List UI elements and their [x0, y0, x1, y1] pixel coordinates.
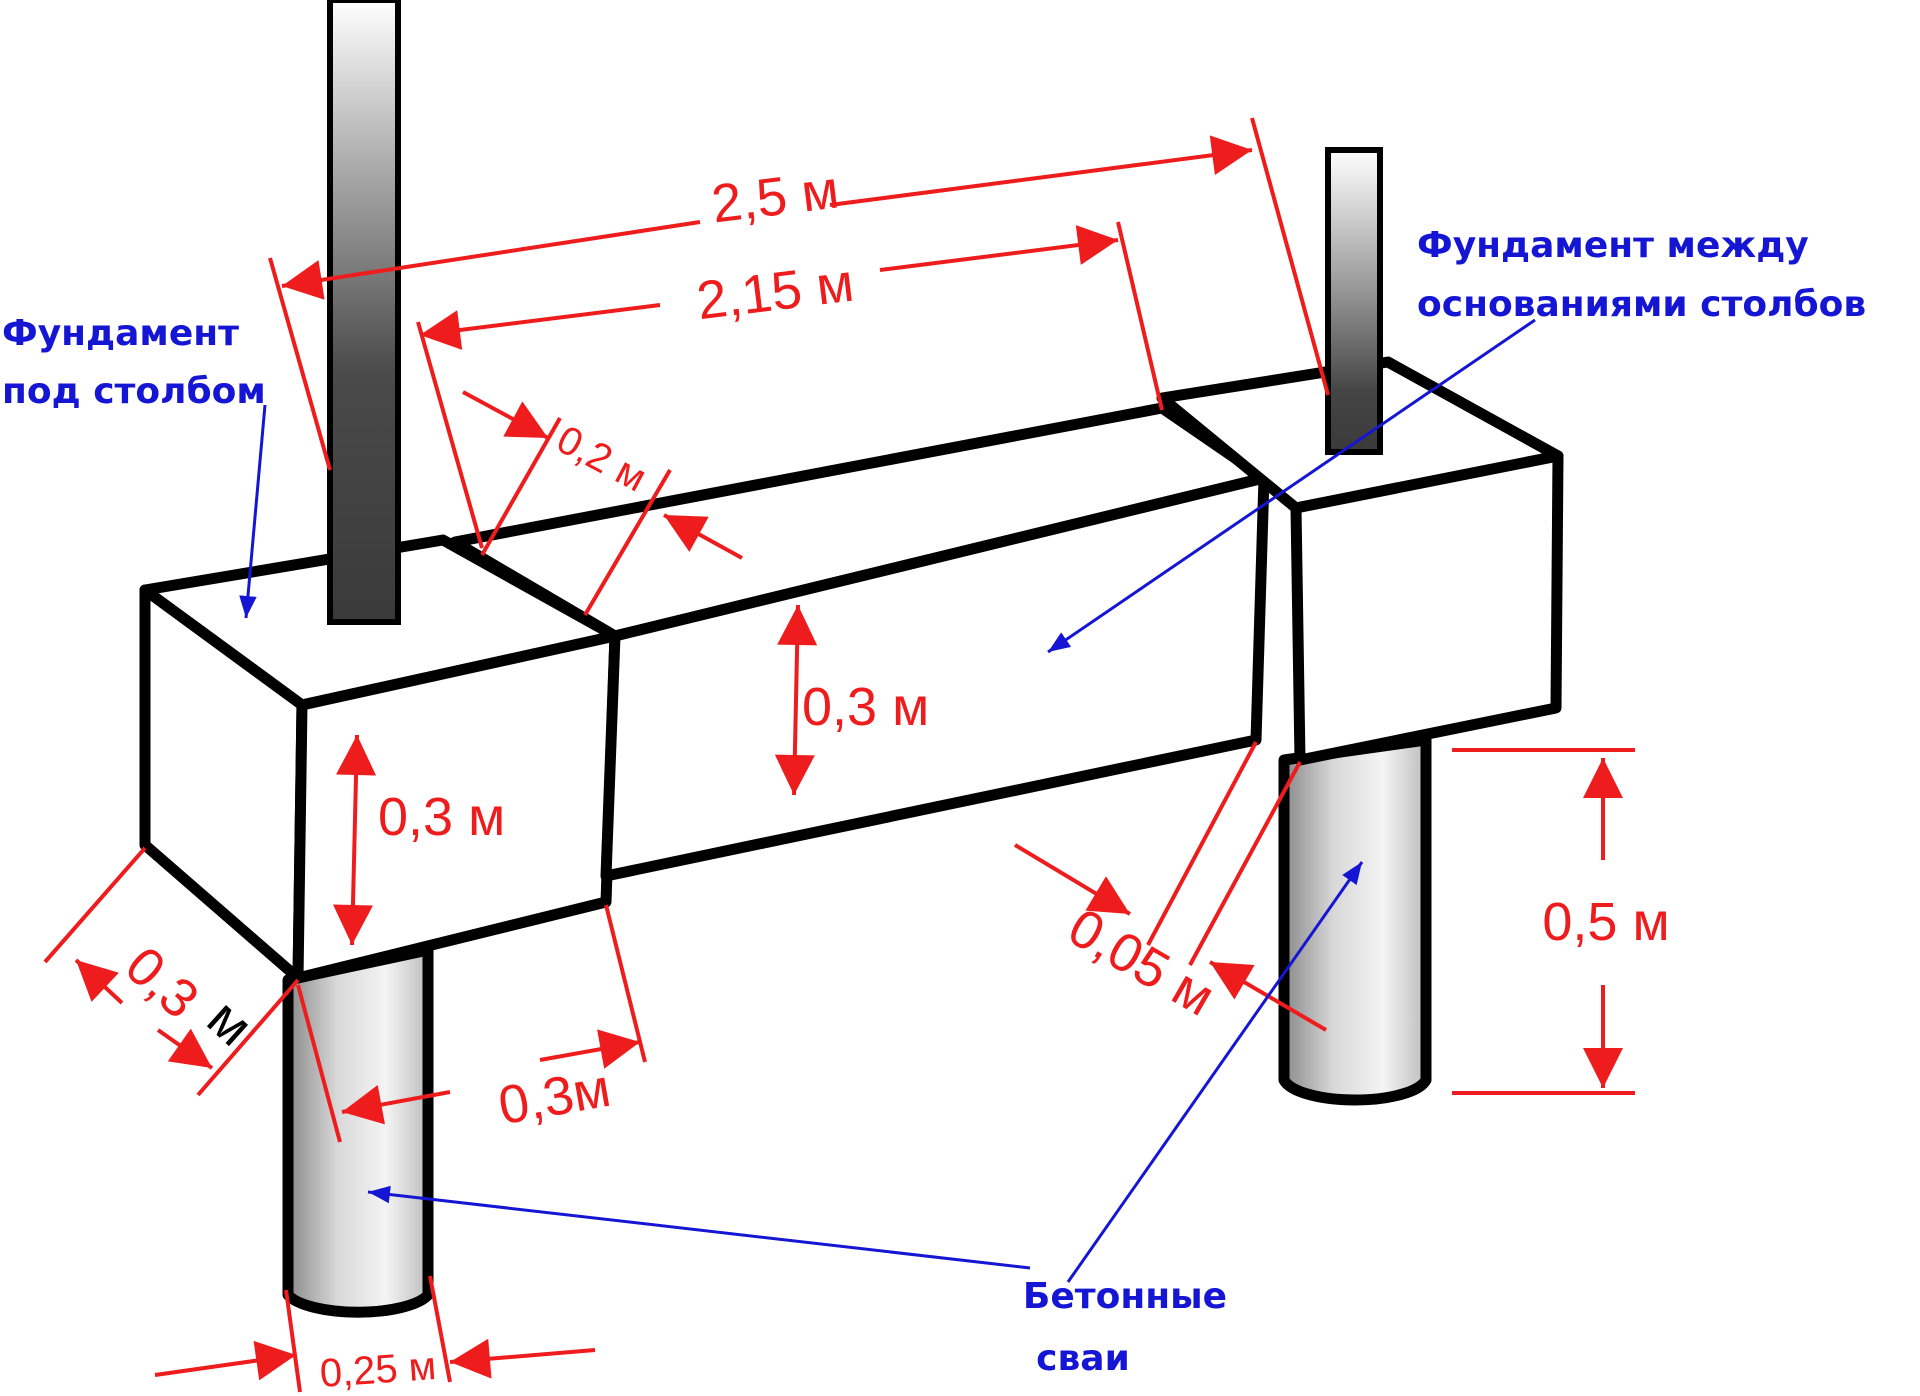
- block-width-arrow-right: [539, 1029, 641, 1069]
- left-pile: [282, 944, 434, 1318]
- inner-length-line-left: [419, 303, 661, 350]
- between-foundation-label-line1: Фундамент между: [1417, 225, 1809, 266]
- beam-height-line: [774, 604, 818, 796]
- left-post-block: [139, 534, 621, 984]
- pile-diameter-ext-right: [428, 1275, 452, 1383]
- inner-length-label: 2,15 м: [694, 253, 857, 332]
- beam-height-label: 0,3 м: [802, 677, 929, 737]
- block-depth-number: 0,3: [114, 935, 210, 1030]
- block-depth-arrow-top: [74, 958, 124, 1005]
- inner-length-ext-left: [416, 321, 484, 549]
- pile-diameter-label: 0,25 м: [318, 1344, 437, 1396]
- overall-length-line-right: [829, 135, 1253, 207]
- post-foundation-label-line1: Фундамент: [2, 313, 239, 354]
- block-height-line: [332, 734, 377, 946]
- inner-length-ext-right: [1116, 221, 1164, 411]
- between-foundation-label-line2: основаниями столбов: [1417, 284, 1866, 325]
- piles-label-line1: Бетонные: [1023, 1276, 1227, 1317]
- block-width-ext-left: [296, 984, 342, 1143]
- overall-length-label: 2,5 м: [708, 159, 842, 234]
- piles-arrow-left: [367, 1185, 1031, 1270]
- beam-width-ext-left: [480, 417, 562, 556]
- gap-ext-left: [1146, 741, 1258, 946]
- beam-width-label: 0,2 м: [550, 417, 654, 500]
- pile-height-label: 0,5 м: [1542, 892, 1669, 952]
- block-depth-unit: м: [196, 988, 264, 1057]
- gap-label: 0,05 м: [1058, 897, 1224, 1028]
- gap-ext-right: [1188, 761, 1302, 966]
- between-foundation-arrow: [1047, 318, 1536, 654]
- block-depth-ext-bottom: [196, 978, 300, 1097]
- left-post: [327, 0, 401, 625]
- beam-width-arrow-right: [663, 513, 743, 560]
- right-pile: [1278, 734, 1432, 1106]
- beam-width-arrow-left: [462, 390, 549, 440]
- post-foundation-label-line2: под столбом: [2, 371, 266, 412]
- block-width-arrow-left: [341, 1085, 451, 1125]
- pile-diameter-arrow-left: [154, 1340, 297, 1381]
- post-foundation-arrow: [239, 404, 267, 619]
- overall-length-ext-right: [1250, 117, 1330, 396]
- gap-arrow-left: [1013, 843, 1132, 916]
- pile-diameter-arrow-right: [449, 1338, 596, 1379]
- block-width-label: 0,3м: [494, 1058, 615, 1137]
- block-depth-ext-top: [43, 846, 147, 964]
- piles-label-line2: сваи: [1036, 1338, 1130, 1379]
- inner-length-line-right: [879, 225, 1119, 272]
- block-width-ext-right: [604, 904, 647, 1063]
- overall-length-ext-left: [268, 257, 332, 471]
- overall-length-line-left: [281, 220, 701, 300]
- right-post: [1325, 147, 1383, 455]
- block-height-label: 0,3 м: [378, 787, 505, 847]
- block-depth-arrow-bottom: [156, 1028, 214, 1070]
- beam-width-ext-right: [583, 468, 672, 617]
- piles-arrow-right: [1066, 861, 1364, 1283]
